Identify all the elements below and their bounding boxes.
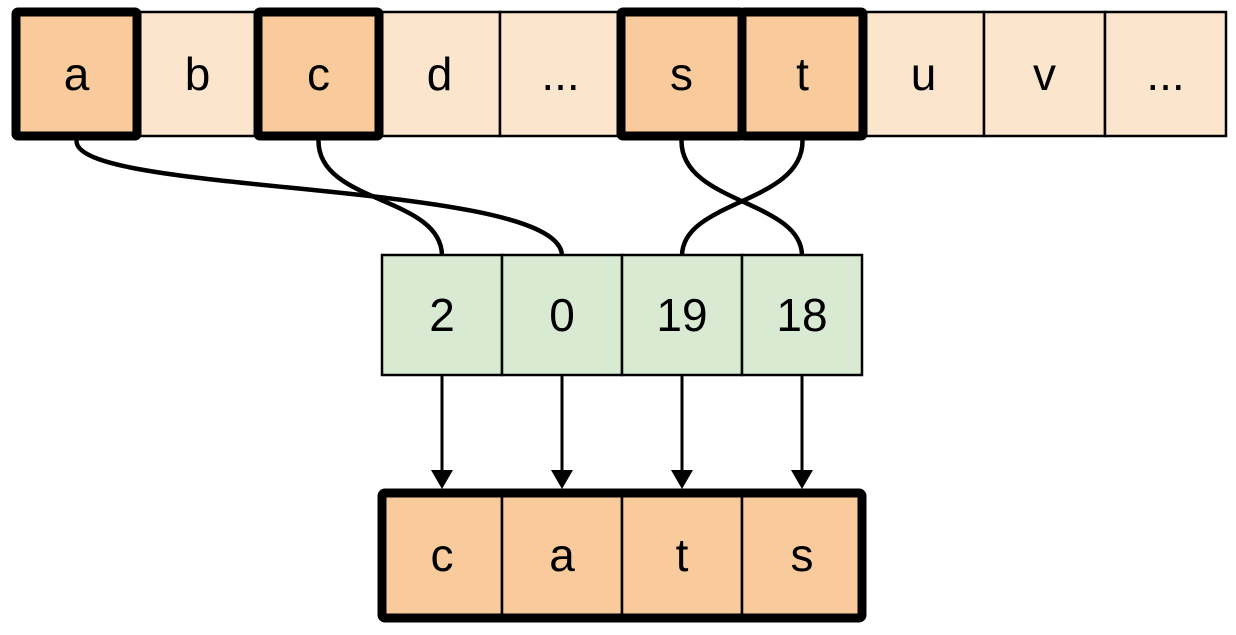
output-row: c a t s (377, 488, 867, 623)
output-cell-label: a (549, 529, 575, 581)
alphabet-cell-label: v (1033, 48, 1056, 100)
output-cell (500, 491, 624, 620)
alphabet-cell (982, 10, 1107, 138)
alphabet-cell (498, 10, 623, 138)
alphabet-cell (135, 10, 260, 138)
alphabet-cell-highlight-t (737, 7, 868, 141)
curve-c-to-index-2 (316, 138, 445, 259)
alphabet-cell-label: ... (541, 48, 579, 100)
alphabet-cell-label: ... (1146, 48, 1184, 100)
alphabet-cell-label: c (307, 48, 330, 100)
index-cell-label: 0 (549, 289, 575, 341)
alphabet-cell-label: t (796, 48, 809, 100)
index-cell (380, 253, 504, 377)
output-cell-label: s (791, 529, 814, 581)
curve-a-to-index-0 (74, 138, 565, 259)
index-cell (620, 253, 744, 377)
output-cell-label: t (676, 529, 689, 581)
alphabet-cell-label: b (185, 48, 211, 100)
alphabet-cell-highlight-c (253, 7, 384, 141)
index-cell (740, 253, 864, 377)
alphabet-cell-label: s (670, 48, 693, 100)
alphabet-row: a b c d ... s t u v ... (11, 7, 1228, 141)
down-arrow-head-icon (431, 470, 453, 489)
output-cell (740, 491, 864, 620)
connector-curves (74, 138, 805, 259)
alphabet-cell-highlight-a (11, 7, 142, 141)
alphabet-cell-label: d (427, 48, 453, 100)
curve-t-to-index-19 (679, 138, 805, 259)
alphabet-cell-label: u (911, 48, 937, 100)
index-cell-label: 19 (656, 289, 707, 341)
output-row-frame (377, 488, 867, 623)
down-arrow-head-icon (551, 470, 573, 489)
index-cell-label: 18 (776, 289, 827, 341)
index-row: 2 0 19 18 (380, 253, 864, 377)
alphabet-cell-label: a (64, 48, 90, 100)
down-arrow-head-icon (791, 470, 813, 489)
index-to-output-arrows (431, 375, 813, 489)
output-cell (620, 491, 744, 620)
curve-s-to-index-18 (679, 138, 805, 259)
output-cell-label: c (431, 529, 454, 581)
index-cell-label: 2 (429, 289, 455, 341)
down-arrow-head-icon (671, 470, 693, 489)
alphabet-cell (1103, 10, 1228, 138)
alphabet-cell (377, 10, 502, 138)
